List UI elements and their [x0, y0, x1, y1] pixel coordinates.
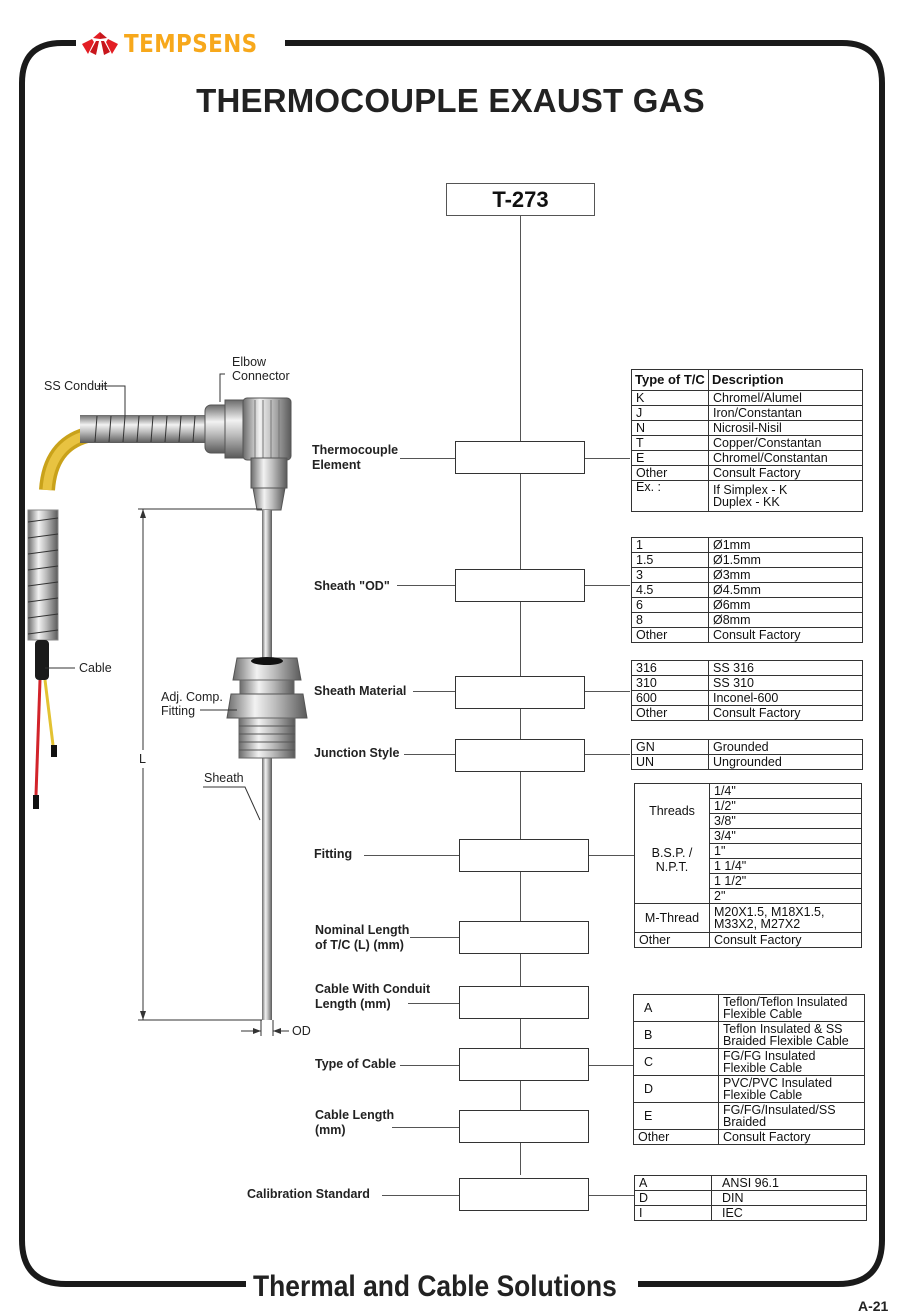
brand-logo: TEMPSENS — [76, 28, 286, 58]
select-type-of-cable[interactable] — [459, 1048, 589, 1081]
label-sheath-material: Sheath Material — [314, 684, 407, 698]
tempsens-logo-icon — [82, 32, 118, 55]
label-sheath-od: Sheath "OD" — [314, 579, 390, 593]
select-fitting[interactable] — [459, 839, 589, 872]
footer-tagline: Thermal and Cable Solutions — [246, 1270, 624, 1304]
select-junction-style[interactable] — [455, 739, 585, 772]
input-cable-conduit-length[interactable] — [459, 986, 589, 1019]
product-code: T-273 — [446, 183, 595, 216]
page-title: THERMOCOUPLE EXAUST GAS — [196, 82, 705, 119]
page-number: A-21 — [858, 1298, 889, 1314]
label-type-of-cable: Type of Cable — [315, 1057, 397, 1071]
callout-length: L — [139, 750, 146, 768]
callout-od: OD — [292, 1024, 311, 1038]
callout-elbow-1: Elbow — [232, 355, 267, 369]
label-junction-style: Junction Style — [314, 746, 400, 760]
input-cable-length[interactable] — [459, 1110, 589, 1143]
callout-sheath: Sheath — [204, 771, 244, 785]
callout-adj-fitting-2: Fitting — [161, 704, 196, 718]
callout-elbow-2: Connector — [232, 369, 290, 383]
select-thermocouple-element[interactable] — [455, 441, 585, 474]
brand-name: TEMPSENS — [124, 28, 258, 58]
select-calibration-standard[interactable] — [459, 1178, 589, 1211]
callout-ss-conduit: SS Conduit — [44, 379, 108, 393]
input-nominal-length[interactable] — [459, 921, 589, 954]
ss-conduit-horizontal — [80, 415, 210, 443]
select-sheath-od[interactable] — [455, 569, 585, 602]
label-fitting: Fitting — [314, 847, 353, 861]
thermocouple-illustration — [27, 373, 308, 1036]
select-sheath-material[interactable] — [455, 676, 585, 709]
callout-adj-fitting-1: Adj. Comp. — [161, 690, 223, 704]
label-cable-length: Cable Length(mm) — [315, 1108, 395, 1137]
label-calibration-standard: Calibration Standard — [247, 1187, 370, 1201]
callout-cable: Cable — [79, 661, 112, 675]
